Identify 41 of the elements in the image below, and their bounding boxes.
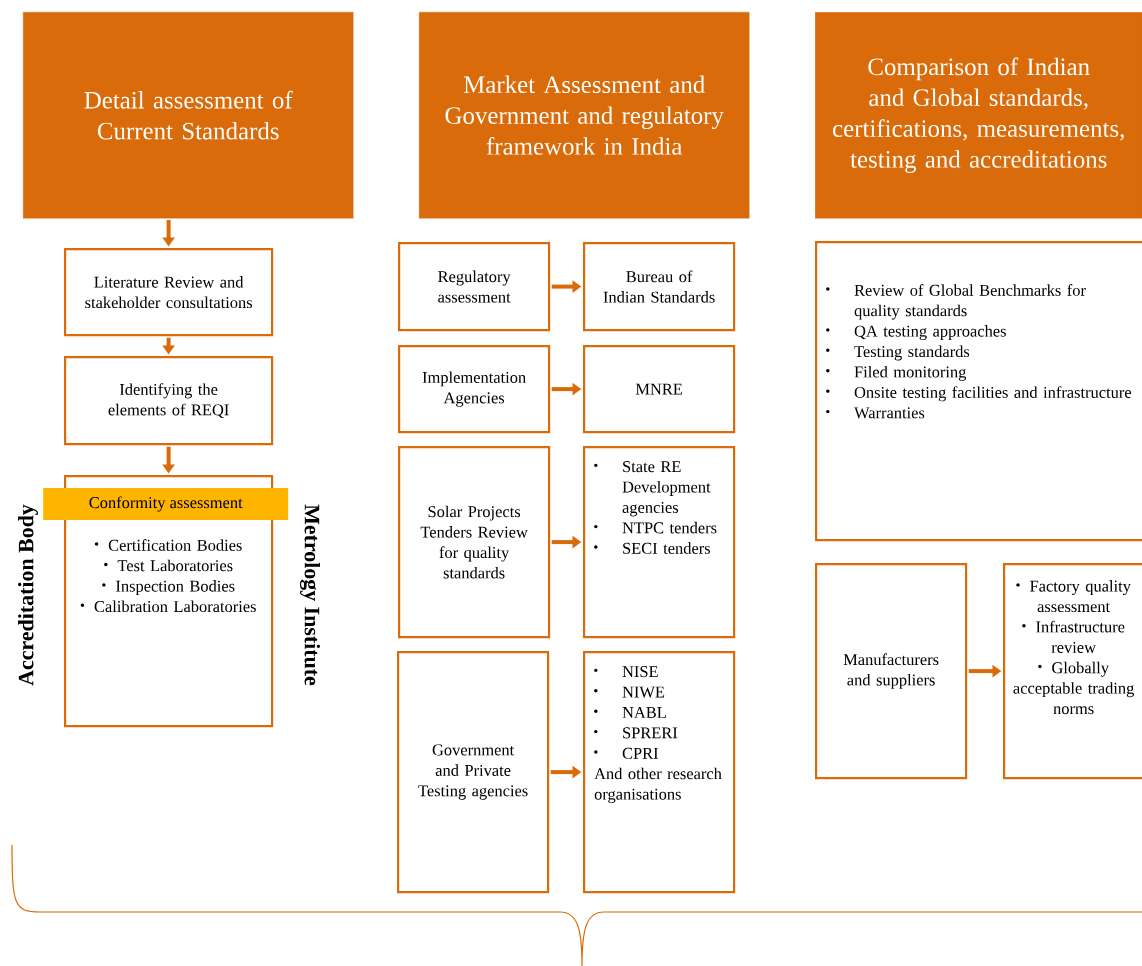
list-item: Onsite testing facilities and infrastructure bbox=[826, 386, 1132, 402]
list-item: Calibration Laboratories bbox=[80, 600, 256, 613]
process-box bbox=[815, 241, 1142, 542]
list-item: Testing standards bbox=[826, 345, 970, 361]
process-box bbox=[1003, 563, 1142, 780]
process-box bbox=[583, 651, 736, 894]
process-box: Solar Projects Tenders Review for quality standards bbox=[398, 446, 551, 639]
process-box: Implementation Agencies bbox=[398, 345, 551, 434]
list-item: CPRI bbox=[594, 747, 658, 759]
list-item: Globally acceptable trading norms bbox=[1013, 661, 1134, 715]
side-label: Metrology Institute bbox=[300, 504, 320, 686]
process-box: Regulatory assessment bbox=[398, 242, 551, 332]
list-item: Review of Global Benchmarks for quality standards bbox=[826, 284, 1086, 320]
header-box: Detail assessment of Current Standards bbox=[23, 12, 354, 219]
side-label: Accreditation Body bbox=[18, 504, 38, 686]
list-item: NIWE bbox=[594, 686, 665, 698]
list-item: NISE bbox=[594, 666, 658, 678]
list-item: NABL bbox=[594, 707, 666, 718]
process-box: Manufacturers and suppliers bbox=[815, 563, 968, 780]
header-box: Market Assessment and Government and regulatory framework in India bbox=[419, 12, 750, 219]
list-item: And other research organisations bbox=[594, 767, 722, 804]
list-item: QA testing approaches bbox=[826, 325, 1006, 341]
list-item: Factory quality assessment bbox=[1016, 580, 1131, 613]
list-item: Test Laboratories bbox=[104, 559, 233, 572]
process-box: Bureau of Indian Standards bbox=[583, 242, 736, 332]
process-box bbox=[583, 446, 736, 639]
list-item: State RE Development agencies bbox=[594, 461, 711, 517]
process-box: MNRE bbox=[583, 345, 736, 434]
list-item: NTPC tenders bbox=[594, 521, 717, 534]
process-box: Identifying the elements of REQI bbox=[64, 356, 274, 446]
list-item: Filed monitoring bbox=[826, 365, 967, 381]
heading-band: Conformity assessment bbox=[43, 488, 289, 520]
list-item: Infrastructure review bbox=[1022, 620, 1125, 653]
list-item: SECI tenders bbox=[594, 542, 710, 554]
process-box: Literature Review and stakeholder consultations bbox=[64, 248, 274, 337]
list-item: Certification Bodies bbox=[94, 539, 242, 551]
list-item: SPRERI bbox=[594, 727, 678, 739]
list-item: Inspection Bodies bbox=[102, 580, 235, 595]
process-box: Government and Private Testing agencies bbox=[397, 651, 550, 894]
list-item: Warranties bbox=[826, 407, 925, 419]
header-box: Comparison of Indian and Global standards, certifications, measurements, testing and accreditations bbox=[815, 12, 1142, 219]
